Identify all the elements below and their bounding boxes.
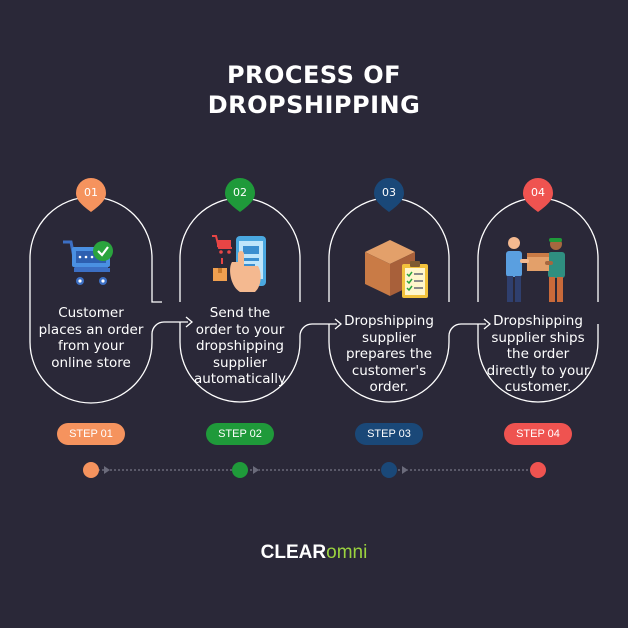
step-2-number: 02 xyxy=(233,186,247,199)
step-4-outline xyxy=(477,197,599,302)
step-2-text: Send the order to your dropshipping supp… xyxy=(193,305,287,387)
step-1-outline-bottom xyxy=(29,302,188,404)
shopping-cart-check-icon xyxy=(63,240,113,285)
pin-4 xyxy=(523,178,553,212)
logo-part-1: CLEAR xyxy=(260,542,327,563)
package-handover-icon xyxy=(506,237,565,302)
pin-3 xyxy=(374,178,404,212)
step-3-number: 03 xyxy=(382,186,396,199)
timeline xyxy=(83,462,546,478)
timeline-dot-3 xyxy=(381,462,397,478)
timeline-dot-1 xyxy=(83,462,99,478)
step-4-number: 04 xyxy=(531,186,545,199)
step-04-button[interactable]: STEP 04 xyxy=(504,423,572,445)
timeline-dot-4 xyxy=(530,462,546,478)
step-4-text: Dropshipping supplier ships the order di… xyxy=(486,313,590,395)
arrow-head-2 xyxy=(334,318,343,330)
logo-part-2: omni xyxy=(326,542,368,563)
box-checklist-icon xyxy=(365,240,428,298)
timeline-dot-2 xyxy=(232,462,248,478)
title-line-1: PROCESS OF xyxy=(226,61,402,89)
pin-1 xyxy=(76,178,106,212)
pin-2 xyxy=(225,178,255,212)
step-4-outline-bottom xyxy=(477,324,599,403)
arrow-head-3 xyxy=(483,318,492,330)
step-02-button[interactable]: STEP 02 xyxy=(206,423,274,445)
page-title: PROCESS OF DROPSHIPPING xyxy=(0,60,628,120)
step-01-button[interactable]: STEP 01 xyxy=(57,423,125,445)
step-1-number: 01 xyxy=(84,186,98,199)
step-1-text: Customer places an order from your onlin… xyxy=(38,305,144,371)
step-3-outline-bottom xyxy=(328,323,486,403)
step-3-text: Dropshipping supplier prepares the custo… xyxy=(344,313,434,395)
clearomni-logo: CLEARomni xyxy=(0,541,628,565)
phone-order-icon xyxy=(212,235,266,292)
step-03-button[interactable]: STEP 03 xyxy=(355,423,423,445)
title-line-2: DROPSHIPPING xyxy=(207,91,421,119)
arrow-head-1 xyxy=(185,316,194,328)
step-2-outline-bottom xyxy=(179,322,337,403)
